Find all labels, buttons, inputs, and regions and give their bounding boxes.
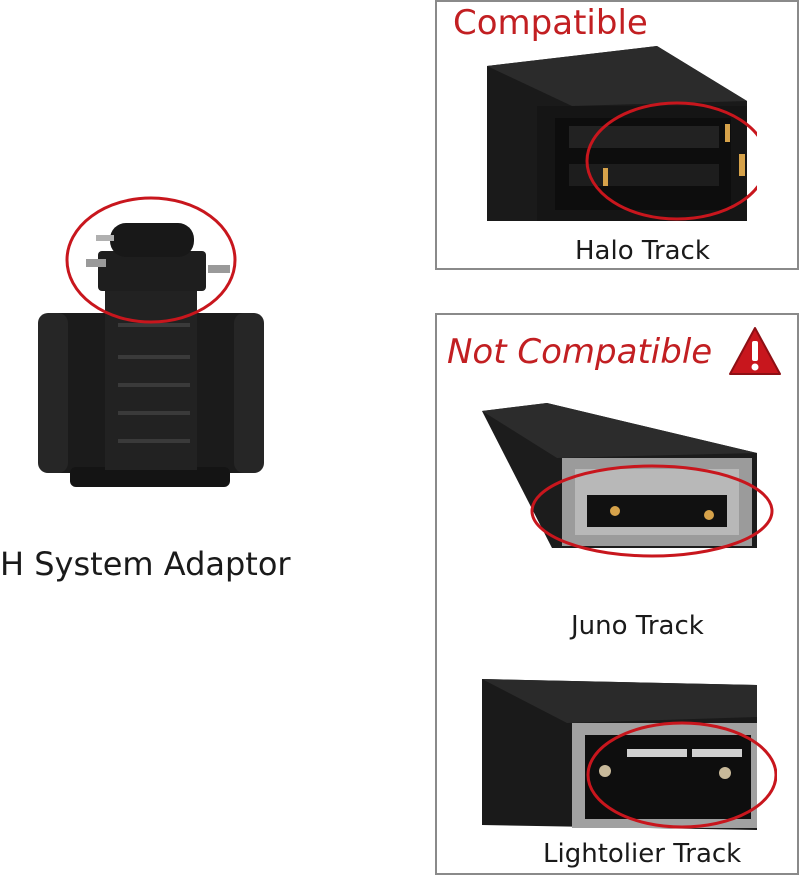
adaptor-product [30,185,280,505]
adaptor-image [38,196,264,487]
compatible-panel: Compatible Halo Track [435,0,799,270]
juno-track-caption: Juno Track [571,611,704,641]
lightolier-track-image [477,675,777,837]
not-compatible-heading: Not Compatible [447,332,713,372]
not-compatible-panel: Not Compatible Juno Track [435,313,799,875]
compatible-heading: Compatible [453,3,648,43]
halo-track-image [477,46,757,226]
juno-track-image [477,403,777,563]
halo-track-caption: Halo Track [575,236,710,266]
lightolier-track-caption: Lightolier Track [543,839,742,869]
warning-triangle-icon [727,325,783,377]
adaptor-caption: H System Adaptor [0,545,291,583]
